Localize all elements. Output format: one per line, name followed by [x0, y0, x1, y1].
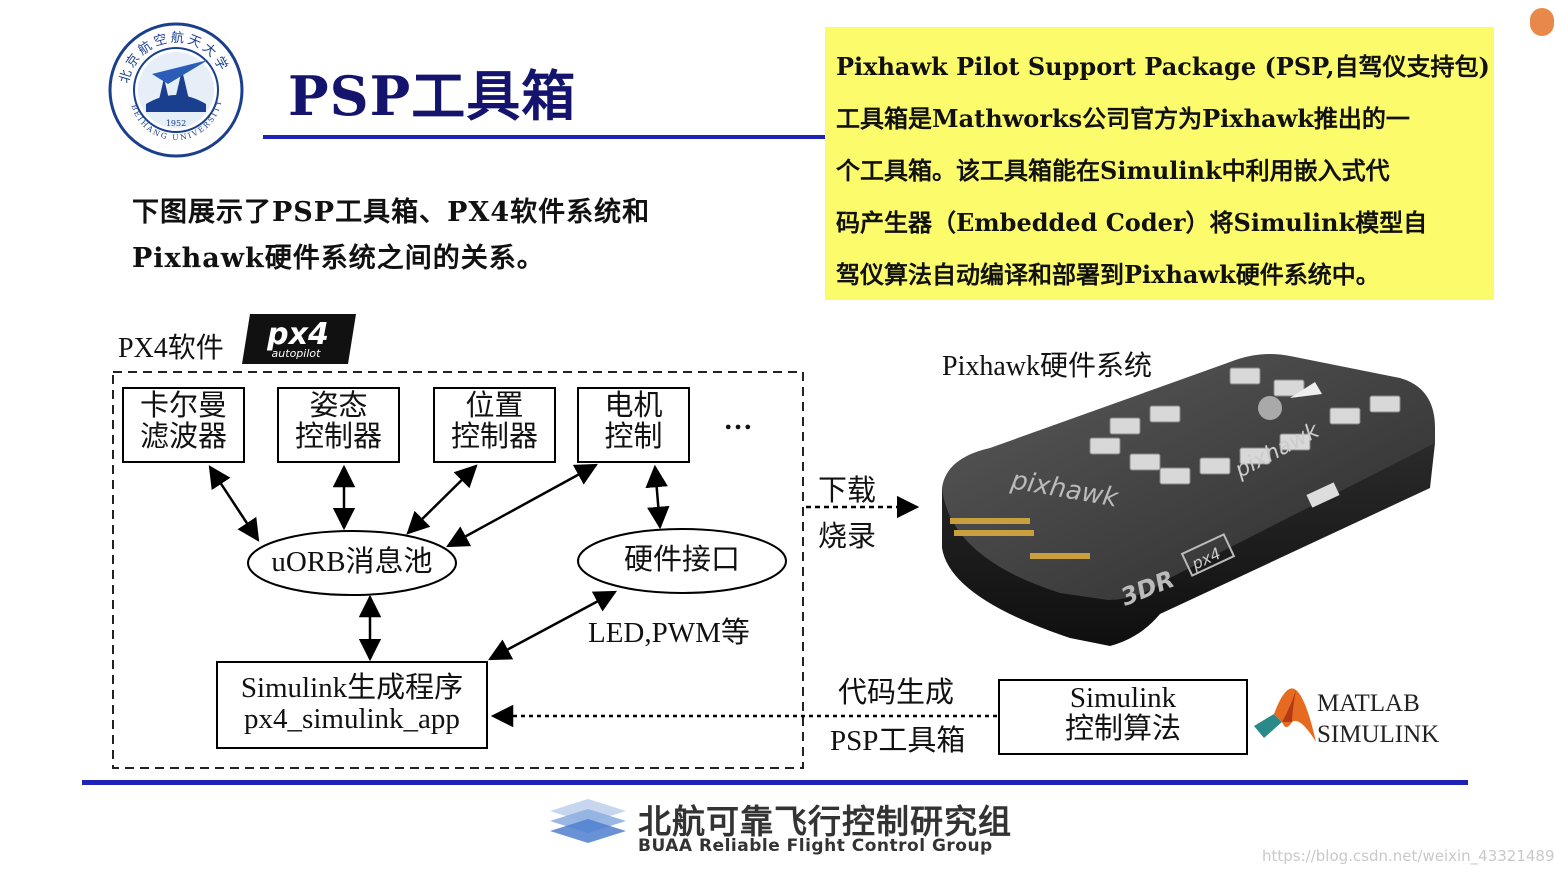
footer-rule [82, 780, 1468, 785]
module-box-motor [577, 387, 690, 463]
header-rule [263, 135, 825, 139]
description-box: Pixhawk Pilot Support Package (PSP,自驾仪支持… [825, 27, 1494, 300]
group-logo-icon [550, 799, 626, 843]
px4-software-label: PX4软件 [118, 333, 224, 364]
module-box-kalman [122, 387, 245, 463]
description-line-3: 个工具箱。该工具箱能在Simulink中利用嵌入式代 [836, 156, 1390, 185]
intro-line-2: Pixhawk硬件系统之间的关系。 [132, 243, 545, 274]
psp-label: PSP工具箱 [830, 725, 966, 757]
module-box-attitude [277, 387, 400, 463]
intro-line-1: 下图展示了PSP工具箱、PX4软件系统和 [132, 197, 651, 228]
arrow-position-uorb [406, 464, 478, 535]
matlab-logo-line1: MATLAB [1317, 690, 1420, 717]
footer-group-cn: 北航可靠飞行控制研究组 [638, 802, 1012, 841]
download-label-line1: 下载 [818, 475, 877, 507]
module-attitude-line2: 控制器 [294, 421, 382, 453]
px4-container [112, 371, 804, 769]
arrow-motor-hw [645, 464, 670, 530]
simulink-alg-box [998, 679, 1248, 755]
px4-logo: px4 autopilot [242, 314, 356, 364]
arrow-kalman-uorb [208, 465, 260, 542]
codegen-label: 代码生成 [838, 677, 955, 709]
simulink-app-line2: px4_simulink_app [244, 703, 460, 735]
intro-text: 下图展示了PSP工具箱、PX4软件系统和 Pixhawk硬件系统之间的关系。 [132, 190, 650, 282]
arrow-motor-uorb [446, 463, 598, 548]
hw-interface-ellipse [577, 528, 787, 594]
matlab-logo-line2: SIMULINK [1317, 721, 1440, 748]
arrow-hw-app [488, 590, 617, 661]
watermark-url: https://blog.csdn.net/weixin_43321489 [1262, 847, 1555, 865]
px4-logo-sub: autopilot [272, 347, 322, 360]
module-kalman: 卡尔曼 滤波器 [123, 391, 244, 453]
description-line-4: 码产生器（Embedded Coder）将Simulink模型自 [836, 208, 1428, 237]
module-position-line1: 位置 [465, 390, 524, 422]
download-label-line2: 烧录 [818, 521, 877, 553]
pixhawk-label: Pixhawk硬件系统 [942, 351, 1153, 382]
px4-logo-main: px4 [266, 317, 329, 352]
module-motor: 电机 控制 [578, 391, 689, 453]
module-kalman-line2: 滤波器 [139, 421, 227, 453]
matlab-logo-icon [1254, 688, 1316, 742]
description-line-2: 工具箱是Mathworks公司官方为Pixhawk推出的一 [836, 104, 1410, 133]
simulink-app: Simulink生成程序 px4_simulink_app [217, 673, 487, 735]
edge-widget-icon[interactable] [1530, 8, 1554, 36]
uorb-ellipse [247, 530, 457, 596]
module-attitude: 姿态 控制器 [278, 391, 399, 453]
module-position-line2: 控制器 [450, 421, 538, 453]
pixhawk-board-image: pixhawk pixhawk 3DR px4 [942, 354, 1435, 646]
description-line-5: 驾仪算法自动编译和部署到Pixhawk硬件系统中。 [836, 260, 1380, 289]
simulink-alg-line2: 控制算法 [1064, 713, 1181, 745]
module-motor-line2: 控制 [604, 421, 663, 453]
university-logo: 北京航空航天大学 BEIHANG UNIVERSITY 1952 [108, 22, 244, 158]
hw-interface-label: 硬件接口 [623, 544, 740, 576]
uorb-label: uORB消息池 [271, 546, 433, 578]
download-label: 下载 烧录 [818, 468, 876, 560]
page-title: PSP工具箱 [288, 64, 577, 128]
module-attitude-line1: 姿态 [309, 390, 368, 422]
simulink-app-box [216, 661, 488, 749]
simulink-app-line1: Simulink生成程序 [240, 672, 464, 704]
modules-ellipsis: … [723, 404, 753, 436]
simulink-alg-line1: Simulink [1069, 682, 1177, 714]
module-motor-line1: 电机 [604, 390, 663, 422]
led-pwm-label: LED,PWM等 [588, 617, 750, 649]
module-kalman-line1: 卡尔曼 [139, 390, 227, 422]
description-line-1: Pixhawk Pilot Support Package (PSP,自驾仪支持… [836, 52, 1490, 81]
matlab-logo-text: MATLAB SIMULINK [1317, 688, 1439, 750]
footer-group-en: BUAA Reliable Flight Control Group [638, 836, 993, 856]
module-box-position [433, 387, 556, 463]
simulink-alg: Simulink 控制算法 [999, 683, 1247, 745]
module-position: 位置 控制器 [434, 391, 555, 453]
logo-year: 1952 [166, 119, 186, 128]
